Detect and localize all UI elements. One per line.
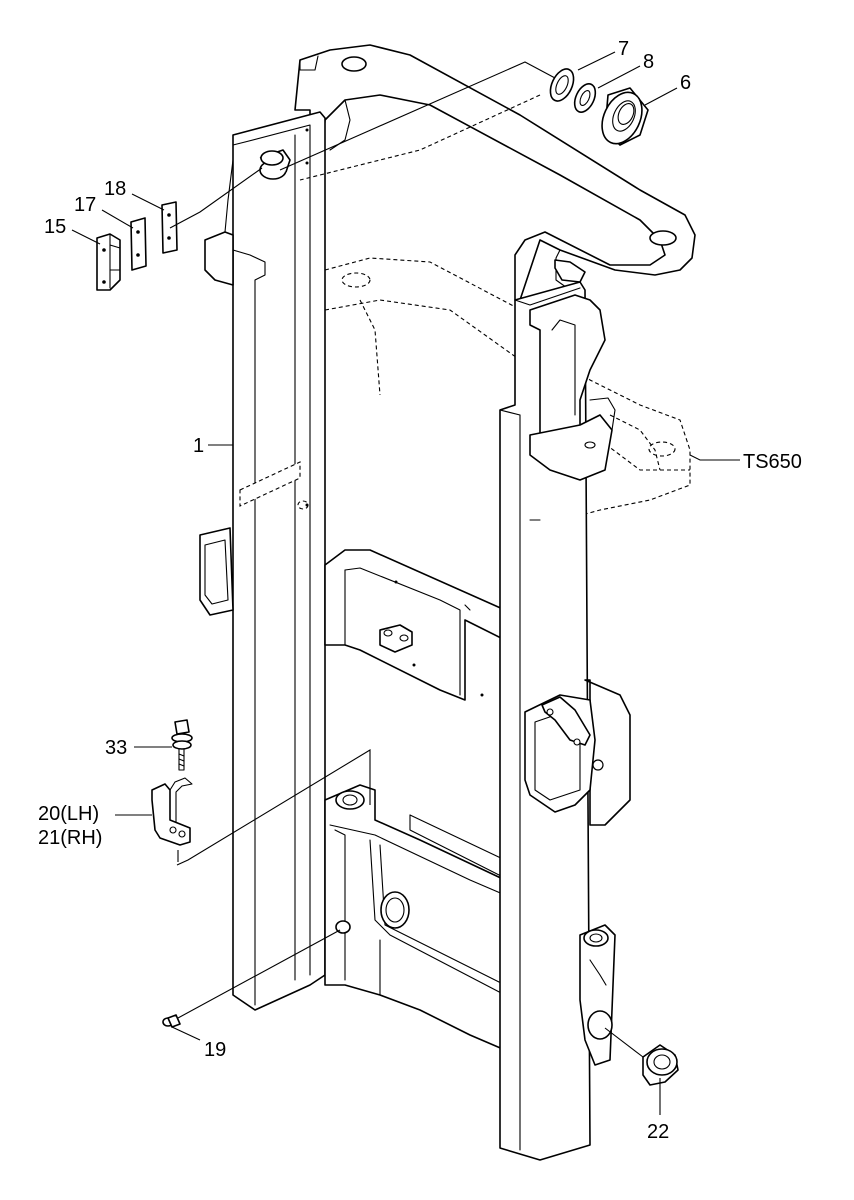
- bolt-33: [171, 719, 193, 771]
- shim-17: [130, 217, 147, 271]
- callout-22: 22: [647, 1121, 669, 1143]
- callout-7: 7: [618, 38, 629, 60]
- callout-19: 19: [204, 1039, 226, 1061]
- ts650-ghost-frame: [324, 257, 691, 541]
- bottom-crossmember: [324, 784, 506, 1051]
- washer-8: [573, 83, 597, 113]
- callout-8: 8: [643, 51, 654, 73]
- callouts: 7 8 6 18 17 15 1 TS650 33 20(LH) 21(RH) …: [38, 38, 802, 1143]
- callout-33: 33: [105, 737, 127, 759]
- shim-18: [161, 201, 178, 254]
- left-rail-slot: [239, 461, 309, 510]
- callout-21: 21(RH): [38, 827, 102, 849]
- callout-20: 20(LH): [38, 803, 99, 825]
- roller-22: [642, 1044, 679, 1086]
- callout-1: 1: [193, 435, 204, 457]
- left-outer-rail: [199, 111, 326, 1011]
- middle-crossmember: [324, 549, 506, 701]
- callout-18: 18: [104, 178, 126, 200]
- callout-ts650: TS650: [743, 451, 802, 473]
- grease-fitting-19: [162, 1014, 181, 1028]
- assembly-lines: [169, 61, 644, 1058]
- callout-6: 6: [680, 72, 691, 94]
- rail-top-boss: [259, 149, 291, 180]
- top-crossbar: [294, 44, 696, 301]
- bracket-20-21: [151, 777, 193, 846]
- callout-15: 15: [44, 216, 66, 238]
- washer-7: [549, 68, 575, 102]
- bearing-6: [601, 87, 649, 146]
- right-lower-bracket: [579, 924, 616, 1066]
- stopper-plate-15: [96, 233, 121, 291]
- right-side-bracket: [524, 679, 631, 826]
- callout-17: 17: [74, 194, 96, 216]
